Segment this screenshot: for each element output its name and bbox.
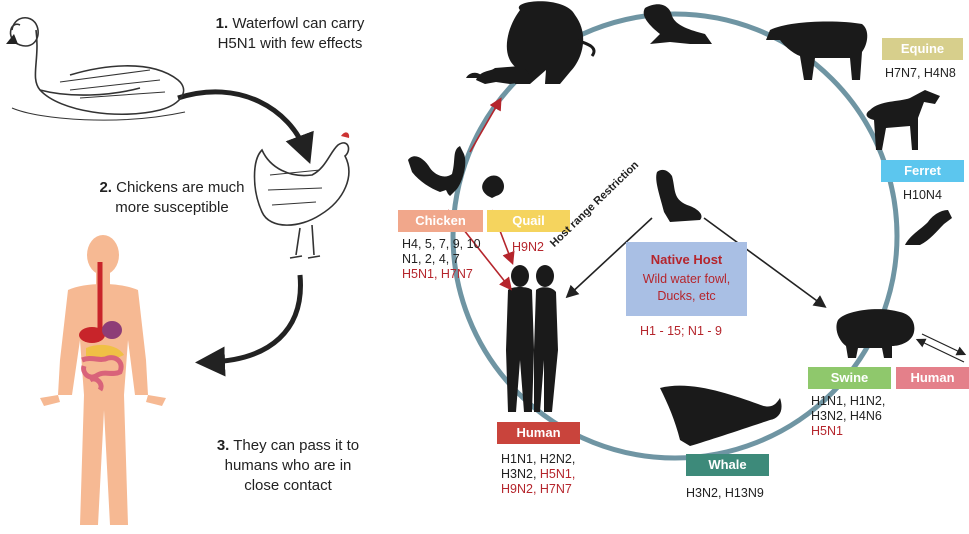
arrow-hen-to-human xyxy=(210,275,300,362)
tag-ferret: Ferret xyxy=(881,160,964,182)
human-couple-icon xyxy=(506,265,558,412)
swan-icon xyxy=(11,18,185,120)
tag-equine: Equine xyxy=(882,38,963,60)
human-subtypes-line2-red: H5N1, xyxy=(540,467,575,481)
horse-icon xyxy=(867,90,940,150)
cat-icon xyxy=(466,66,530,84)
hen-comb xyxy=(341,132,349,138)
quail-icon xyxy=(482,176,504,199)
native-host-title: Native Host xyxy=(626,252,747,267)
step-1-number: 1. xyxy=(216,15,229,32)
ferret-subtypes: H10N4 xyxy=(903,188,942,203)
native-host-desc-1: Wild water fowl, xyxy=(626,271,747,288)
cow-icon xyxy=(766,22,867,80)
tag-chicken: Chicken xyxy=(398,210,483,232)
native-host-subtypes: H1 - 15; N1 - 9 xyxy=(640,324,722,339)
chicken-subtypes: H4, 5, 7, 9, 10 N1, 2, 4, 7 H5N1, H7N7 xyxy=(402,237,481,282)
whale-subtypes: H3N2, H13N9 xyxy=(686,486,764,501)
tag-human: Human xyxy=(497,422,580,444)
equine-subtypes: H7N7, H4N8 xyxy=(885,66,956,81)
arrow-swan-to-hen xyxy=(178,92,305,150)
seal-icon xyxy=(644,4,712,44)
arrow-swine-to-human xyxy=(922,334,964,354)
swine-subtypes: H1N1, H1N2, H3N2, H4N6 H5N1 xyxy=(811,394,885,439)
human-subtypes: H1N1, H2N2, H3N2, H5N1, H9N2, H7N7 xyxy=(501,452,575,497)
tag-whale: Whale xyxy=(686,454,769,476)
step-3-number: 3. xyxy=(217,437,230,454)
quail-subtypes: H9N2 xyxy=(512,240,544,255)
step-2-line2: more susceptible xyxy=(115,199,228,216)
step-1: 1. Waterfowl can carry H5N1 with few eff… xyxy=(190,14,390,54)
ferret-icon xyxy=(905,210,952,245)
tag-quail: Quail xyxy=(487,210,570,232)
chicken-subtypes-line2: N1, 2, 4, 7 xyxy=(402,252,460,266)
step-2-number: 2. xyxy=(99,179,112,196)
swine-subtypes-line1: H1N1, H1N2, xyxy=(811,394,885,408)
native-host-box: Native Host Wild water fowl, Ducks, etc xyxy=(626,242,747,316)
chicken-subtypes-line3: H5N1, H7N7 xyxy=(402,267,473,281)
chicken-subtypes-line1: H4, 5, 7, 9, 10 xyxy=(402,237,481,251)
human-subtypes-line3: H9N2, H7N7 xyxy=(501,482,572,496)
step-2: 2. Chickens are much more susceptible xyxy=(72,178,272,218)
tag-human-right: Human xyxy=(896,367,969,389)
human-subtypes-line1: H1N1, H2N2, xyxy=(501,452,575,466)
step-1-line1: Waterfowl can carry xyxy=(232,15,364,32)
whale-icon xyxy=(660,386,782,446)
step-3-line3: close contact xyxy=(244,477,332,494)
step-3-line2: humans who are in xyxy=(225,457,352,474)
step-1-line2: H5N1 with few effects xyxy=(218,35,363,52)
swine-subtypes-line3: H5N1 xyxy=(811,424,843,438)
step-3: 3. They can pass it to humans who are in… xyxy=(188,436,388,496)
swan-beak xyxy=(6,34,18,44)
step-2-line1: Chickens are much xyxy=(116,179,244,196)
human-body-icon xyxy=(40,235,166,525)
pig-icon xyxy=(836,309,914,358)
rooster-icon xyxy=(408,146,465,196)
step-3-line1: They can pass it to xyxy=(233,437,359,454)
duck-icon xyxy=(656,170,701,222)
swine-subtypes-line2: H3N2, H4N6 xyxy=(811,409,882,423)
native-host-desc-2: Ducks, etc xyxy=(626,288,747,305)
tag-swine: Swine xyxy=(808,367,891,389)
arrow-chicken-to-cat xyxy=(470,100,500,152)
human-subtypes-line2: H3N2, xyxy=(501,467,540,481)
